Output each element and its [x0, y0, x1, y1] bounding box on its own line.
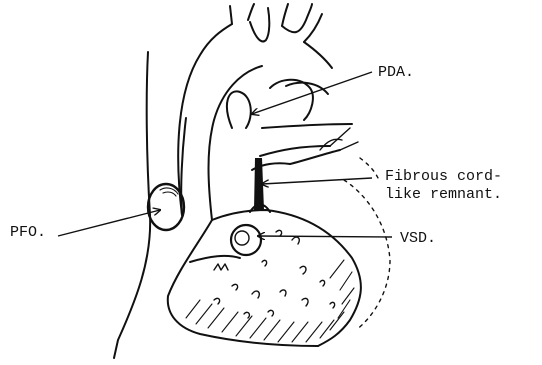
fibrous-cord-label-line2: like remnant.: [385, 186, 502, 203]
pda-loop: [227, 80, 313, 128]
pfo-oval: [148, 184, 184, 230]
fibrous-cord-remnant: [250, 158, 270, 212]
pda-label: PDA.: [378, 64, 414, 81]
ventricle-outline: [168, 210, 361, 346]
dashed-outline: [344, 158, 390, 330]
vsd-label: VSD.: [400, 230, 436, 247]
aortic-arch-outline: [178, 4, 352, 220]
vena-cava-outline: [114, 52, 186, 358]
vsd-arrow: [258, 236, 392, 237]
pfo-label: PFO.: [10, 224, 46, 241]
vsd-circle: [231, 225, 261, 255]
pulmonary-trunk: [252, 128, 358, 170]
fibrous-cord-arrow: [262, 178, 372, 184]
pfo-arrow: [58, 210, 160, 236]
apex-hatching: [186, 260, 354, 342]
fibrous-cord-label-line1: Fibrous cord-: [385, 168, 502, 185]
